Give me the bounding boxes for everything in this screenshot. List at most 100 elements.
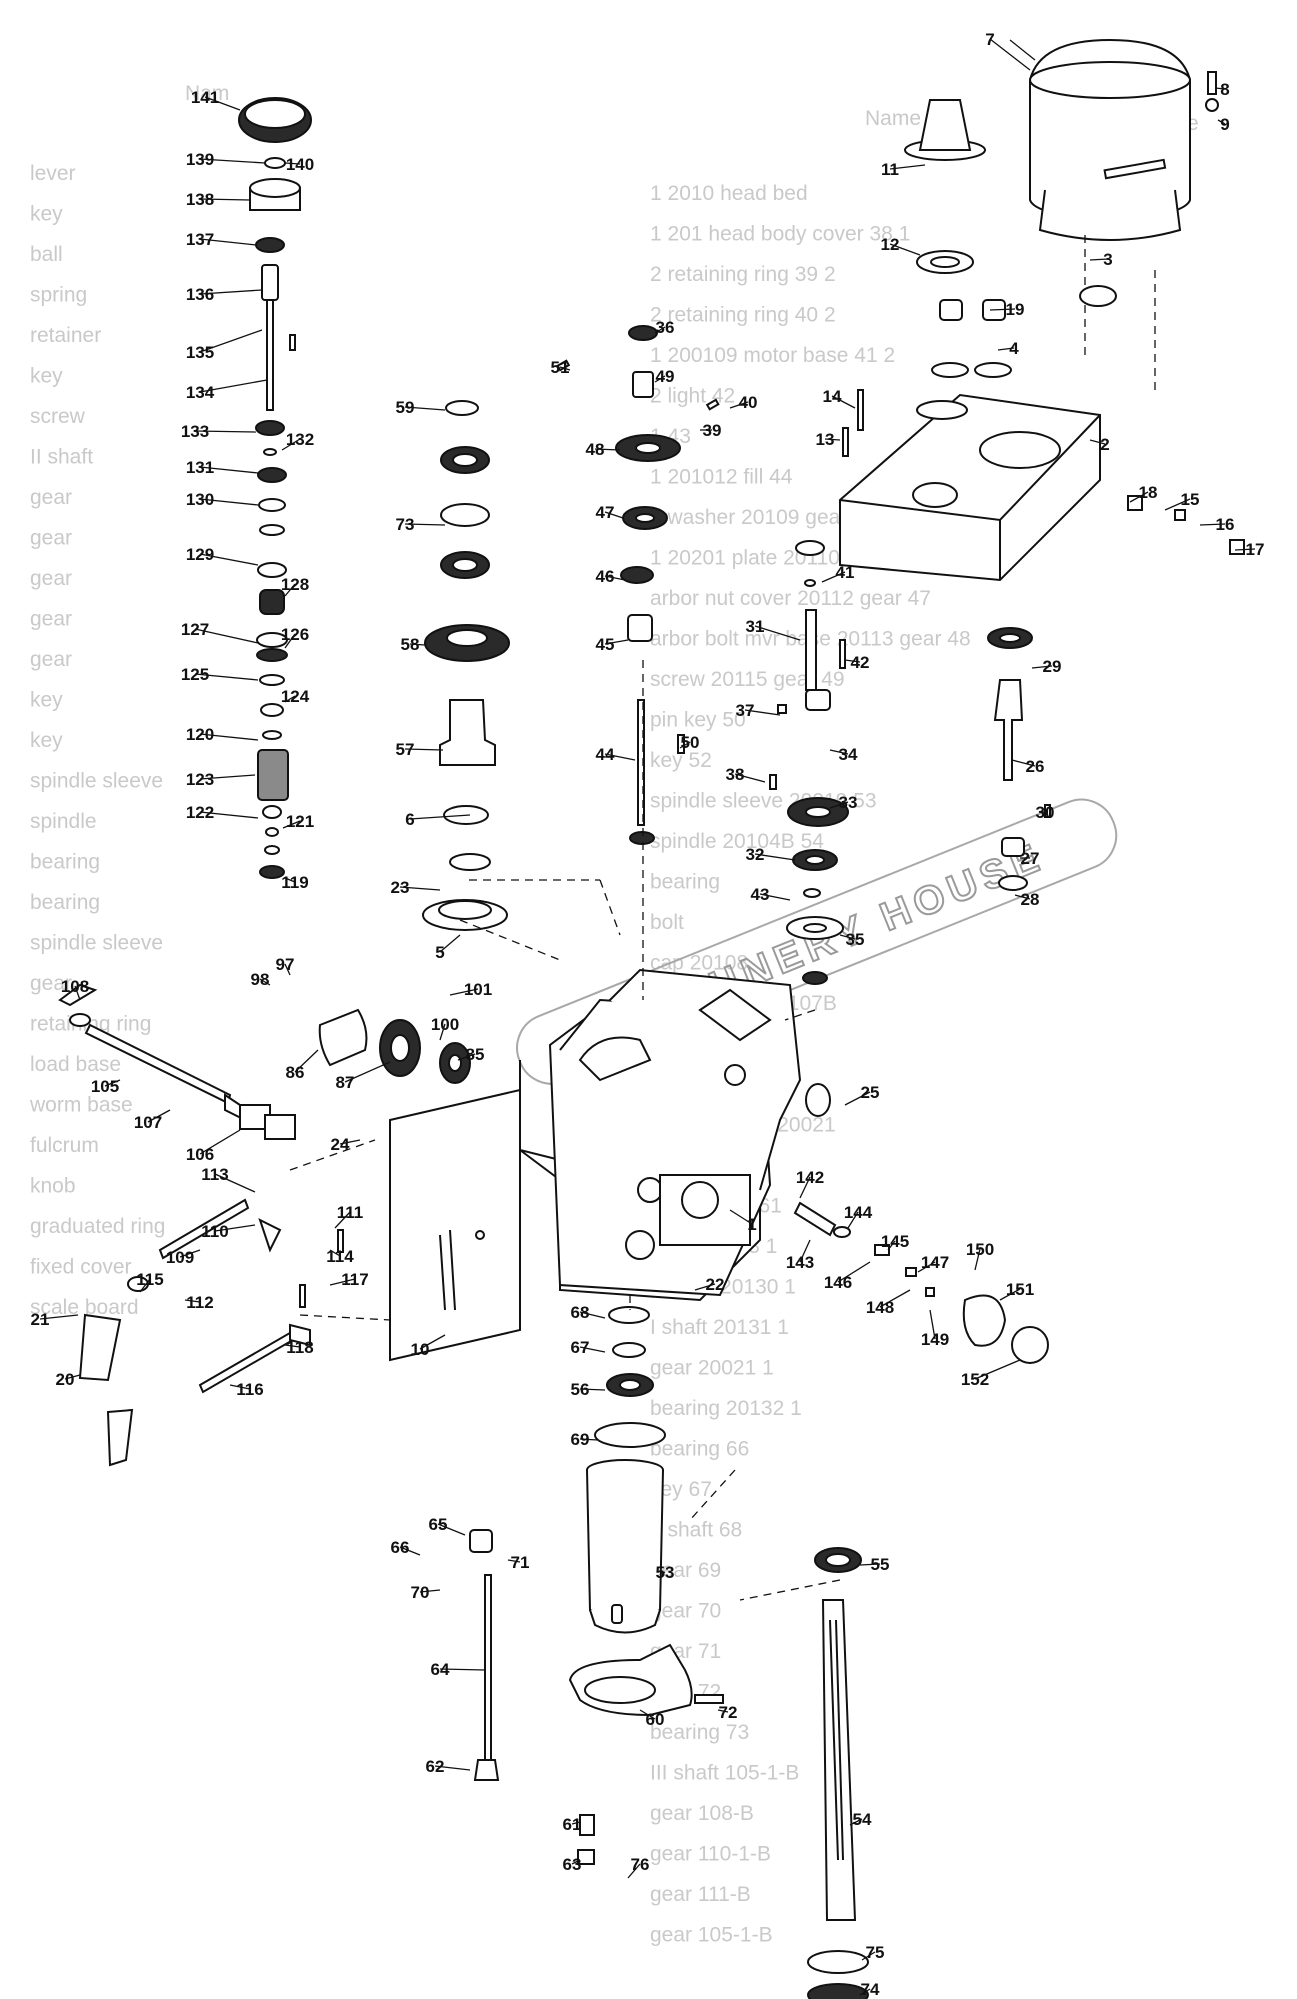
callout-143: 143 [786, 1253, 814, 1272]
callout-leader-54 [849, 1818, 863, 1826]
table-row: bearing 73 [650, 1721, 749, 1744]
table-row: bearing 66 [650, 1438, 749, 1461]
callout-leader-127 [194, 628, 259, 644]
callout-leader-67 [579, 1346, 606, 1353]
callout-leader-118 [284, 1344, 301, 1348]
callout-leader-20 [64, 1374, 81, 1380]
table-row: worm base [29, 1094, 133, 1117]
callout-leader-71 [507, 1559, 521, 1563]
callout-49: 49 [656, 367, 675, 386]
callout-leader-124 [284, 695, 296, 703]
callout-98: 98 [251, 970, 270, 989]
callout-leader-136 [199, 289, 263, 295]
callout-20: 20 [56, 1370, 75, 1389]
callout-132: 132 [286, 430, 314, 449]
table-row: spindle sleeve [30, 932, 163, 955]
callout-leader-105 [104, 1079, 121, 1087]
table-row: screw [30, 405, 86, 428]
callout-138: 138 [186, 190, 214, 209]
table-row: arbor nut cover 20112 gear 47 [650, 587, 931, 610]
callout-leader-130 [199, 498, 259, 506]
callout-7: 7 [985, 30, 994, 49]
callout-120: 120 [186, 725, 214, 744]
callout-11: 11 [881, 160, 899, 179]
callout-leader-33 [829, 801, 849, 809]
callout-leader-129 [199, 553, 259, 566]
callout-leader-98 [259, 978, 271, 986]
table-row: spindle sleeve [30, 770, 163, 793]
table-row: bearing [650, 871, 720, 894]
callout-13: 13 [816, 430, 835, 449]
callout-leader-42 [844, 659, 861, 663]
callout-70: 70 [411, 1583, 430, 1602]
table-row: 1 201 head body cover 38 1 [650, 223, 910, 246]
callout-leader-49 [654, 375, 666, 383]
callout-leader-23 [399, 886, 441, 891]
callout-131: 131 [186, 458, 214, 477]
callout-5: 5 [435, 943, 444, 962]
callout-42: 42 [851, 653, 870, 672]
callout-142: 142 [796, 1168, 824, 1187]
callout-17: 17 [1246, 540, 1265, 559]
callout-45: 45 [596, 635, 615, 654]
callout-leader-64 [439, 1668, 486, 1671]
callout-23: 23 [391, 878, 410, 897]
callout-62: 62 [426, 1757, 445, 1776]
callout-leader-31 [754, 625, 801, 641]
callout-leader-17 [1234, 548, 1256, 551]
callout-leader-132 [281, 438, 301, 451]
callout-leader-15 [1164, 498, 1191, 511]
table-row: spring [30, 284, 87, 307]
left-column-stack [238, 97, 312, 879]
callout-72: 72 [719, 1703, 738, 1722]
callout-97: 97 [276, 955, 295, 974]
table-row: gear [30, 648, 72, 671]
callout-leader-121 [282, 820, 301, 829]
table-row: gear 69 [650, 1559, 721, 1582]
callout-39: 39 [703, 421, 722, 440]
callout-leader-140 [284, 162, 301, 165]
callout-leader-62 [434, 1765, 471, 1771]
callout-44: 44 [596, 745, 615, 764]
callout-38: 38 [726, 765, 745, 784]
table-row: ball [30, 243, 63, 266]
callout-leader-7 [989, 38, 1031, 71]
callout-leader-58 [409, 643, 426, 646]
callout-37: 37 [736, 701, 755, 720]
callout-leader-113 [214, 1173, 256, 1193]
callout-48: 48 [586, 440, 605, 459]
callout-115: 115 [136, 1270, 163, 1289]
center-gear-stack [556, 325, 720, 845]
callout-leader-151 [999, 1288, 1021, 1301]
callout-133: 133 [181, 422, 209, 441]
callout-leader-144 [847, 1211, 859, 1229]
table-row: gear [30, 527, 72, 550]
callout-leader-14 [831, 395, 856, 409]
callout-139: 139 [186, 150, 214, 169]
callout-9: 9 [1220, 115, 1229, 134]
callout-135: 135 [186, 343, 214, 362]
callout-leader-86 [294, 1049, 319, 1073]
callout-116: 116 [236, 1380, 263, 1399]
fulcrum-ring [568, 1643, 724, 1865]
callout-leader-28 [1014, 894, 1031, 900]
table-row: lever [30, 162, 76, 185]
callout-leader-122 [199, 811, 259, 819]
callout-16: 16 [1216, 515, 1235, 534]
callout-30: 30 [1036, 803, 1055, 822]
table-header-name: Name [865, 107, 921, 130]
callout-27: 27 [1021, 849, 1040, 868]
callout-leader-45 [604, 639, 629, 645]
callout-leader-85 [457, 1053, 476, 1061]
callout-53: 53 [656, 1563, 675, 1582]
callout-60: 60 [646, 1710, 665, 1729]
callout-leader-75 [861, 1951, 876, 1961]
callout-leader-9 [1217, 119, 1226, 125]
callout-130: 130 [186, 490, 214, 509]
table-row: key [30, 689, 63, 712]
table-row: gear 110-1-B [650, 1843, 771, 1866]
callout-leader-109 [179, 1249, 201, 1258]
callout-leader-56 [579, 1388, 606, 1391]
callout-leader-60 [639, 1709, 656, 1720]
